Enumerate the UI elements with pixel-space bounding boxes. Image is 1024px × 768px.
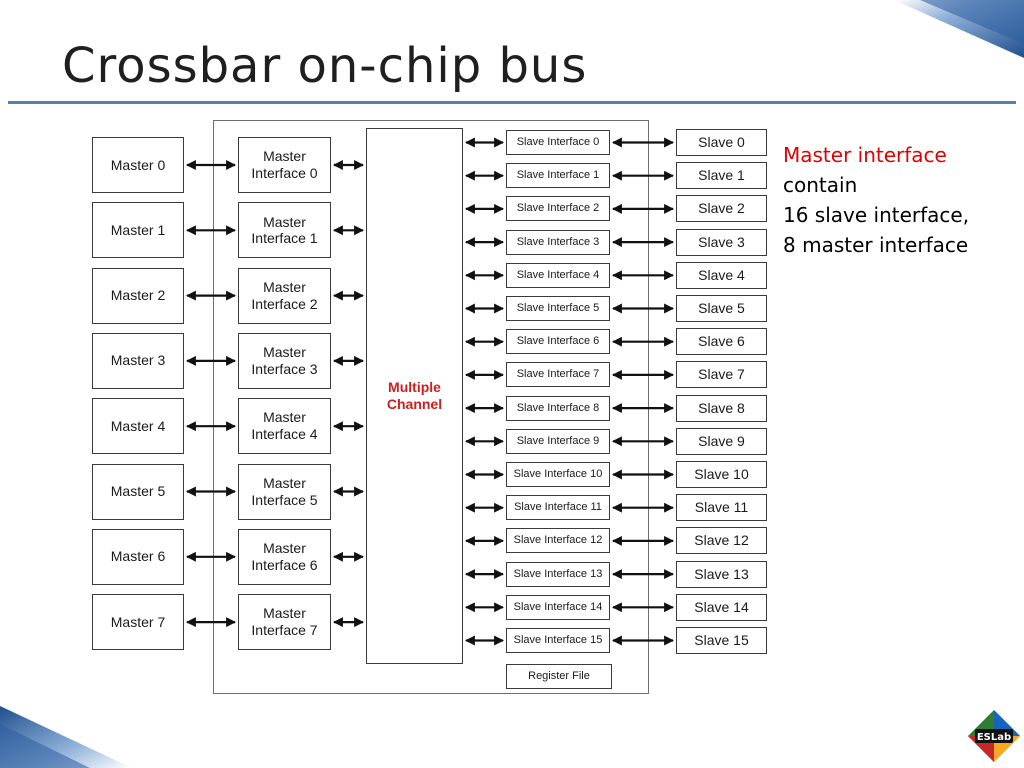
note-line: 8 master interface: [783, 233, 969, 257]
eslab-logo: ESLab: [968, 710, 1020, 762]
bottom-left-swoosh: [0, 706, 132, 768]
slave-interface-box: Slave Interface 8: [506, 395, 610, 421]
slave-box: Slave 2: [676, 195, 767, 223]
master-interface-label-line: Interface 2: [251, 295, 318, 312]
slave-box: Slave 5: [676, 295, 767, 322]
slave-interface-box: Slave Interface 11: [506, 495, 610, 521]
slave-box: Slave 9: [676, 427, 767, 455]
master-box: Master 6: [92, 528, 184, 585]
master-interface-label-line: Interface 0: [251, 165, 318, 181]
master-interface-label-line: Interface 7: [251, 622, 318, 639]
slave-box: Slave 11: [676, 494, 767, 522]
slave-interface-box: Slave Interface 9: [506, 428, 610, 454]
slave-box: Slave 8: [676, 394, 767, 422]
slave-box: Slave 0: [676, 129, 767, 156]
register-file-box: Register File: [506, 664, 612, 689]
side-note: Master interface contain 16 slave interf…: [783, 140, 1018, 260]
master-interface-label-line: Master: [263, 605, 306, 622]
slave-interface-box: Slave Interface 13: [506, 561, 610, 587]
slave-interface-box: Slave Interface 6: [506, 329, 610, 355]
slave-box: Slave 7: [676, 361, 767, 389]
slave-interface-box: Slave Interface 2: [506, 196, 610, 222]
master-box: Master 0: [92, 137, 184, 193]
master-box: Master 2: [92, 267, 184, 324]
slave-interface-box: Slave Interface 12: [506, 528, 610, 554]
slave-interface-box: Slave Interface 14: [506, 594, 610, 620]
master-interface-label-line: Master: [263, 409, 306, 426]
multiple-channel-box: Multiple Channel: [366, 128, 463, 664]
master-interface-label-line: Interface 6: [251, 556, 318, 573]
slave-box: Slave 13: [676, 560, 767, 588]
master-interface-label-line: Master: [263, 540, 306, 556]
slave-box: Slave 10: [676, 461, 767, 488]
master-interface-label-line: Master: [263, 278, 306, 295]
logo-text: ESLab: [977, 732, 1011, 743]
master-interface-label-line: Master: [263, 148, 306, 165]
slave-box: Slave 4: [676, 261, 767, 289]
slave-interface-box: Slave Interface 4: [506, 262, 610, 288]
slide-title: Crossbar on-chip bus: [62, 38, 588, 94]
master-box: Master 1: [92, 202, 184, 259]
slave-interface-box: Slave Interface 3: [506, 229, 610, 255]
slave-box: Slave 14: [676, 593, 767, 621]
master-interface-label-line: Interface 1: [251, 230, 318, 247]
title-divider: [8, 101, 1016, 104]
master-box: Master 5: [92, 463, 184, 520]
top-right-swoosh: [894, 0, 1024, 58]
slave-interface-box: Slave Interface 5: [506, 296, 610, 321]
slave-interface-box: Slave Interface 0: [506, 130, 610, 155]
master-interface-label-line: Master: [263, 474, 306, 491]
master-box: Master 4: [92, 398, 184, 455]
master-box: Master 7: [92, 594, 184, 651]
master-interface-label-line: Interface 4: [251, 426, 318, 443]
slave-interface-box: Slave Interface 7: [506, 362, 610, 388]
slave-box: Slave 15: [676, 627, 767, 654]
note-line: contain: [783, 173, 858, 197]
master-box: Master 3: [92, 332, 184, 389]
note-line: 16 slave interface,: [783, 203, 970, 227]
slave-interface-box: Slave Interface 10: [506, 462, 610, 487]
slave-interface-box: Slave Interface 15: [506, 628, 610, 653]
slave-box: Slave 6: [676, 328, 767, 356]
note-line: Master interface: [783, 143, 947, 167]
master-interface-label-line: Master: [263, 344, 306, 361]
channel-label-line: Multiple: [388, 379, 441, 396]
master-interface-label-line: Master: [263, 213, 306, 230]
slave-interface-box: Slave Interface 1: [506, 163, 610, 189]
master-interface-label-line: Interface 5: [251, 491, 318, 508]
master-interface-label-line: Interface 3: [251, 360, 318, 377]
slave-box: Slave 12: [676, 527, 767, 555]
slave-box: Slave 3: [676, 228, 767, 256]
slave-box: Slave 1: [676, 162, 767, 190]
channel-label-line: Channel: [386, 396, 443, 412]
